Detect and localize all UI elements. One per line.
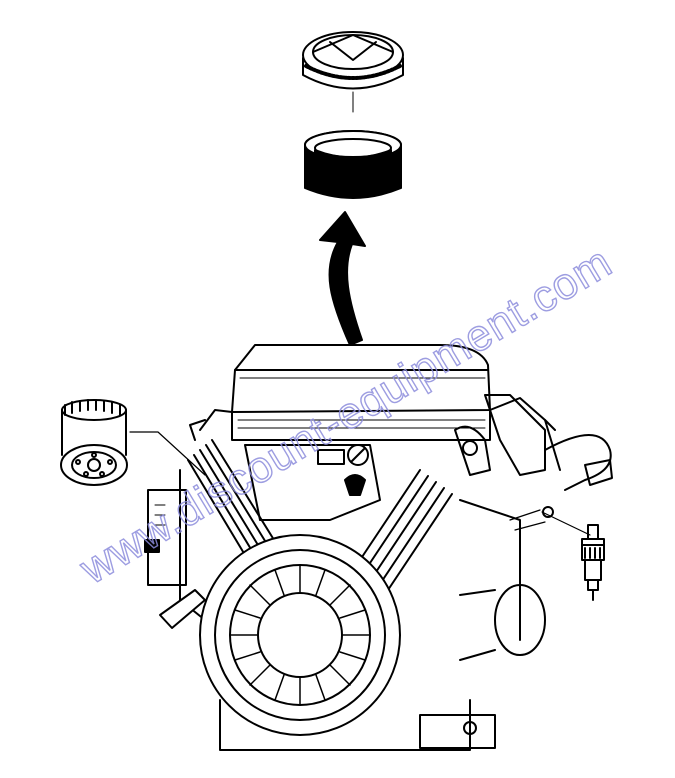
v-twin-engine-icon (144, 344, 613, 751)
oil-filter-icon (60, 399, 206, 486)
air-filter-cover-icon (302, 31, 404, 113)
spark-plug-icon (541, 511, 605, 601)
foam-ring-icon (304, 130, 402, 199)
curved-arrow-up-icon (319, 211, 366, 346)
